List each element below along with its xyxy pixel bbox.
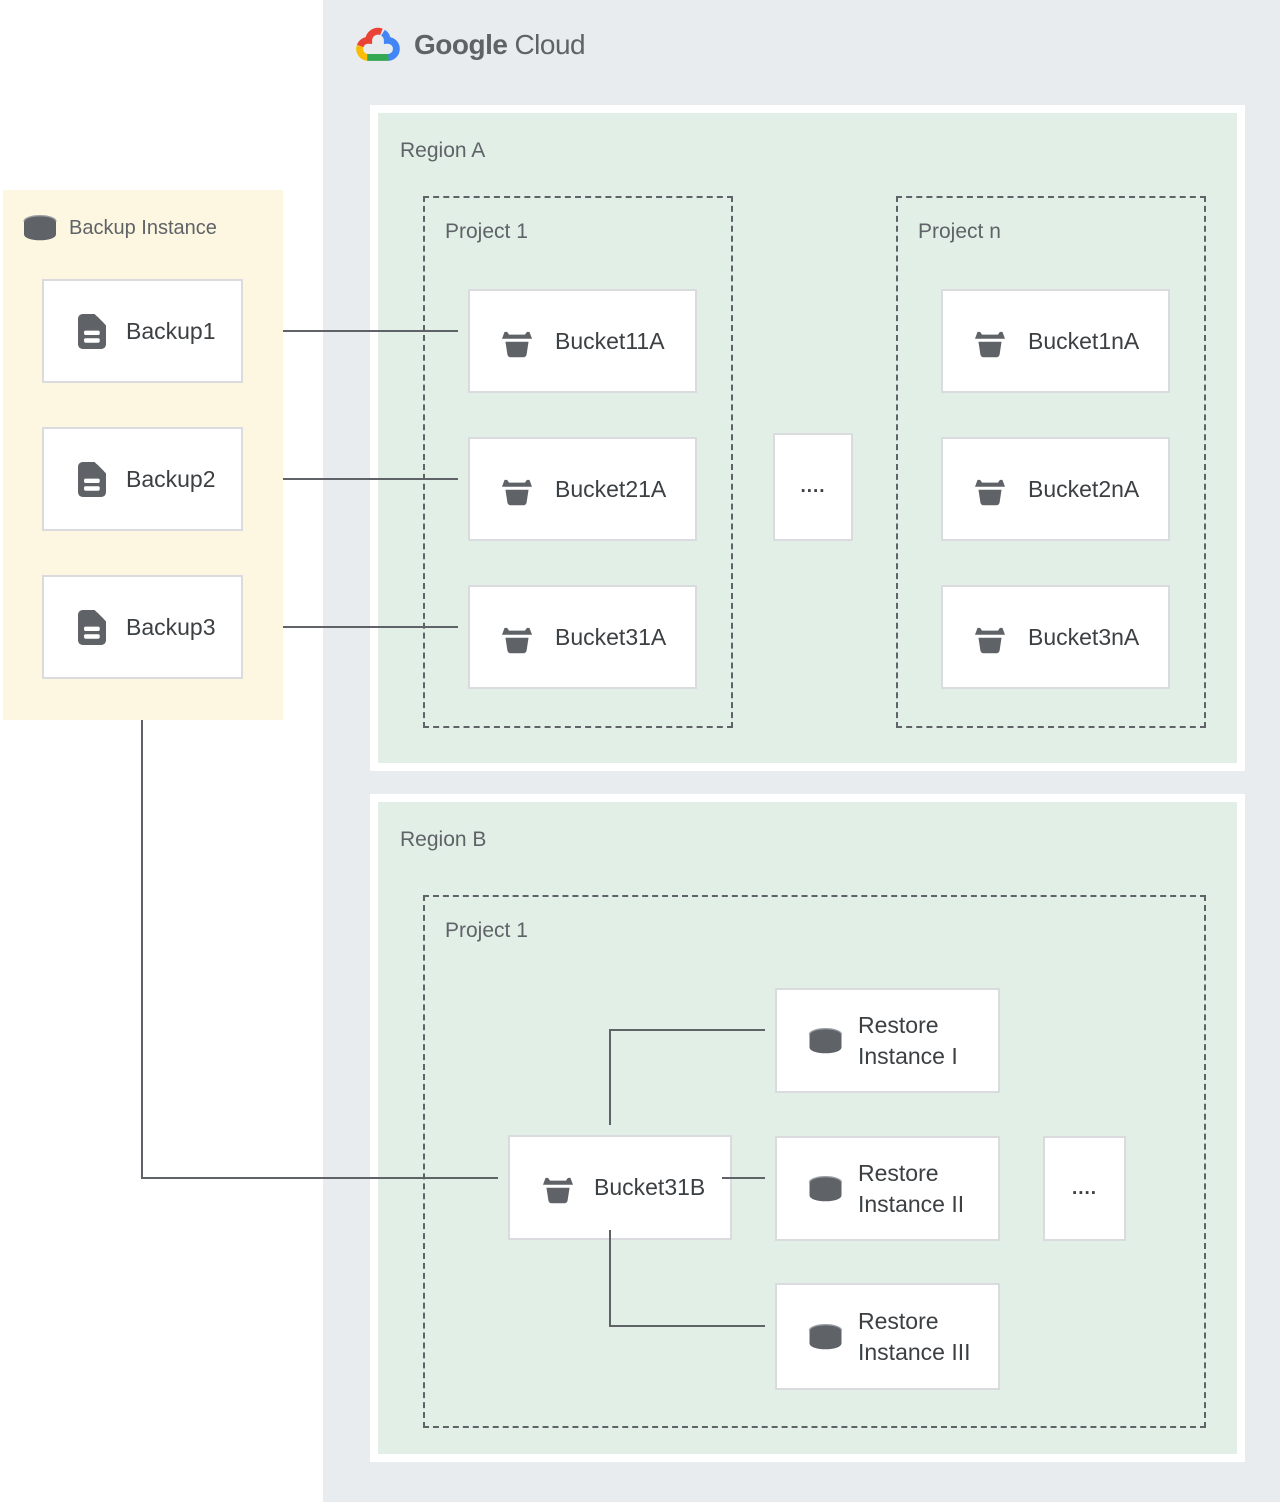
region-a: Region A Project 1 Bucket11A Bucket21A B…: [370, 105, 1245, 771]
storage-bucket-icon: [975, 479, 1005, 505]
region-a-label: Region A: [400, 139, 486, 162]
node-label: Bucket31A: [555, 623, 667, 650]
node-label: Restore Instance I: [858, 1011, 958, 1069]
node-label: Bucket11A: [555, 327, 665, 354]
node-bucket1na: Bucket1nA: [941, 289, 1170, 393]
node-label: Restore Instance III: [858, 1307, 971, 1365]
connector-backup3-down: [141, 679, 143, 1179]
node-label: Bucket31B: [594, 1174, 706, 1200]
ellipsis-text: ....: [1071, 1177, 1098, 1199]
node-backup2: Backup2: [42, 427, 243, 531]
document-icon: [78, 313, 106, 349]
storage-bucket-icon: [543, 1177, 573, 1204]
node-restore-instance-1: Restore Instance I: [775, 988, 1000, 1093]
storage-bucket-icon: [502, 627, 532, 653]
database-icon: [808, 1175, 843, 1202]
storage-bucket-icon: [502, 331, 532, 357]
backup-instance-title: Backup Instance: [69, 216, 217, 239]
region-a-project-n: Project n Bucket1nA Bucket2nA Bucket3nA: [896, 196, 1206, 728]
google-cloud-icon: [355, 26, 401, 63]
logo-brand-text: Google: [414, 28, 508, 60]
node-backup3: Backup3: [42, 575, 243, 679]
region-a-project-1-label: Project 1: [445, 220, 528, 243]
connector-bucket31b-up: [609, 1030, 611, 1125]
connector-backup1-bucket11a: [243, 330, 458, 332]
database-icon: [808, 1027, 843, 1054]
node-backup1: Backup1: [42, 279, 243, 383]
node-label: Backup1: [126, 317, 216, 344]
ellipsis-text: ....: [800, 476, 826, 497]
connector-bucket31b-restore3: [609, 1325, 765, 1327]
node-label: Bucket21A: [555, 475, 667, 502]
region-b-project-1: Project 1 Bucket31B Restore Instance I R…: [423, 895, 1206, 1428]
connector-bucket31b-restore2: [722, 1177, 765, 1179]
connector-backup3-bucket31b: [141, 1177, 498, 1179]
node-bucket3na: Bucket3nA: [941, 585, 1170, 689]
storage-bucket-icon: [975, 331, 1005, 357]
node-restore-instance-3: Restore Instance III: [775, 1283, 1000, 1390]
node-label: Backup2: [126, 465, 216, 492]
node-label: Backup3: [126, 613, 216, 640]
node-label: Bucket2nA: [1028, 475, 1140, 502]
node-bucket31b: Bucket31B: [508, 1135, 732, 1240]
connector-backup3-bucket31a: [243, 626, 458, 628]
region-b: Region B Project 1 Bucket31B Restore Ins…: [370, 794, 1245, 1462]
connector-backup2-bucket21a: [243, 478, 458, 480]
connector-bucket31b-down: [609, 1230, 611, 1326]
node-bucket31a: Bucket31A: [468, 585, 697, 689]
database-icon: [23, 215, 57, 241]
connector-bucket31b-restore1: [609, 1029, 765, 1031]
node-bucket21a: Bucket21A: [468, 437, 697, 541]
region-b-label: Region B: [400, 828, 487, 851]
document-icon: [78, 609, 106, 645]
database-icon: [808, 1323, 843, 1350]
backup-instance-header: Backup Instance: [22, 215, 217, 241]
document-icon: [78, 461, 106, 497]
logo-product-text: Cloud: [514, 28, 586, 60]
region-a-project-n-label: Project n: [918, 220, 1001, 243]
node-bucket11a: Bucket11A: [468, 289, 697, 393]
storage-bucket-icon: [502, 479, 532, 505]
region-a-ellipsis-box: ....: [773, 433, 853, 541]
backup-instance-panel: Backup Instance Backup1 Backup2 Backup3: [3, 190, 283, 720]
node-label: Restore Instance II: [858, 1159, 965, 1217]
storage-bucket-icon: [975, 627, 1005, 653]
region-b-ellipsis-box: ....: [1043, 1136, 1126, 1241]
node-restore-instance-2: Restore Instance II: [775, 1136, 1000, 1241]
region-a-project-1: Project 1 Bucket11A Bucket21A Bucket31A: [423, 196, 733, 728]
region-b-project-1-label: Project 1: [445, 919, 528, 942]
node-bucket2na: Bucket2nA: [941, 437, 1170, 541]
node-label: Bucket3nA: [1028, 623, 1140, 650]
node-label: Bucket1nA: [1028, 327, 1140, 354]
